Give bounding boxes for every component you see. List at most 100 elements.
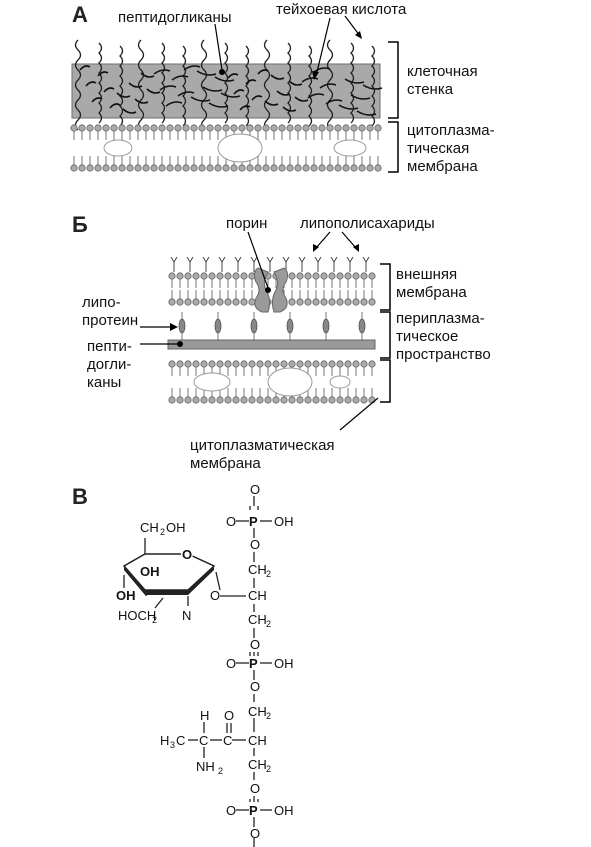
lipid-head — [102, 124, 110, 132]
lipid-head — [110, 124, 118, 132]
lipid-head — [312, 272, 320, 280]
lipid-head — [200, 272, 208, 280]
chain-ch2-4: CH — [248, 757, 267, 772]
chain-o-1: O — [250, 482, 260, 497]
lipid-head — [248, 360, 256, 368]
crosslink — [233, 89, 245, 95]
lipoprotein — [250, 318, 258, 334]
lipid-head — [150, 124, 158, 132]
membrane-protein — [217, 133, 263, 163]
lipid-head — [302, 124, 310, 132]
panel-a: А пептидогликаны тейхоевая кислота клето… — [70, 1, 495, 175]
lipid-head — [240, 298, 248, 306]
lipid-head — [222, 124, 230, 132]
crosslink — [153, 69, 171, 75]
teichoic-strand — [137, 39, 145, 131]
lipid-head — [254, 124, 262, 132]
teichoic-strand — [98, 42, 103, 124]
lps-chain — [362, 256, 370, 272]
chain-oh-2: OH — [274, 656, 294, 671]
bonds — [123, 496, 272, 847]
lipid-head — [374, 164, 382, 172]
lipid-head — [254, 164, 262, 172]
lipid-head — [206, 124, 214, 132]
membrane-protein — [333, 139, 367, 157]
lipid-head — [232, 396, 240, 404]
membrane-protein — [103, 139, 133, 157]
chain-ch2-4-sub: 2 — [266, 764, 271, 774]
crosslink — [307, 93, 325, 99]
lipid-head — [216, 272, 224, 280]
ring-glyc-o: O — [210, 588, 220, 603]
lipid-head — [158, 164, 166, 172]
crosslink — [177, 91, 195, 97]
lipid-head — [240, 360, 248, 368]
arrowhead-lipoprotein — [170, 323, 178, 331]
lipid-head — [296, 298, 304, 306]
lipoproteins — [178, 312, 366, 340]
crosslink — [356, 110, 377, 116]
lipid-head — [304, 298, 312, 306]
lipid-head — [240, 272, 248, 280]
crosslink — [116, 92, 131, 98]
lipoprotein — [214, 318, 222, 334]
lipid-head — [134, 124, 142, 132]
crosslink — [159, 85, 177, 91]
lipid-head — [256, 360, 264, 368]
lipid-head — [272, 360, 280, 368]
pointer-lps-1 — [315, 231, 331, 249]
lps-chain — [330, 256, 338, 272]
crosslink — [270, 74, 285, 80]
lipid-head — [310, 124, 318, 132]
bracket-cell-wall — [388, 41, 399, 119]
crosslink — [79, 65, 91, 71]
cytoplasmic-membrane-a — [70, 124, 382, 172]
lipid-head — [310, 164, 318, 172]
lipid-head — [296, 272, 304, 280]
panel-c: В — [72, 482, 294, 847]
crosslink — [257, 69, 269, 75]
lipid-head — [214, 164, 222, 172]
membrane-protein — [329, 375, 351, 389]
lipid-head — [350, 164, 358, 172]
lipid-head — [248, 396, 256, 404]
lipid-head — [368, 298, 376, 306]
crosslink — [183, 65, 201, 71]
lipid-head — [294, 124, 302, 132]
teichoic-strand — [371, 45, 376, 127]
pointer-dot-peptidoglycan-b — [177, 341, 183, 347]
lipid-head — [336, 360, 344, 368]
chain-o-2: O — [226, 514, 236, 529]
label-cyto-a-2: тическая — [407, 140, 469, 157]
ring-hoch2-sub: 2 — [152, 615, 157, 625]
lipid-head — [166, 164, 174, 172]
lipid-head — [296, 396, 304, 404]
lps-chain — [234, 256, 242, 272]
lps-chain — [218, 256, 226, 272]
lipid-head — [126, 124, 134, 132]
lipid-head — [350, 124, 358, 132]
lipid-head — [70, 164, 78, 172]
ala-h3c-sub: 3 — [170, 740, 175, 750]
lipid-head — [184, 272, 192, 280]
bracket-outer — [380, 263, 391, 311]
lipid-head — [110, 164, 118, 172]
ring-hoch2: HOCH — [118, 608, 156, 623]
lipid-head — [344, 272, 352, 280]
crosslink — [350, 94, 371, 100]
crosslink — [165, 101, 183, 107]
crosslink — [227, 73, 239, 79]
lipid-head — [86, 164, 94, 172]
chain-ch2-3-sub: 2 — [266, 711, 271, 721]
lipid-head — [70, 124, 78, 132]
lipid-head — [344, 396, 352, 404]
lipid-head — [286, 164, 294, 172]
lipid-head — [326, 164, 334, 172]
panel-c-letter: В — [72, 484, 88, 509]
chain-o-3: O — [250, 537, 260, 552]
porin-shape — [253, 267, 289, 313]
crosslink — [220, 92, 241, 98]
crosslink — [140, 72, 155, 78]
crosslink — [128, 82, 143, 88]
chain-o-8: O — [226, 803, 236, 818]
